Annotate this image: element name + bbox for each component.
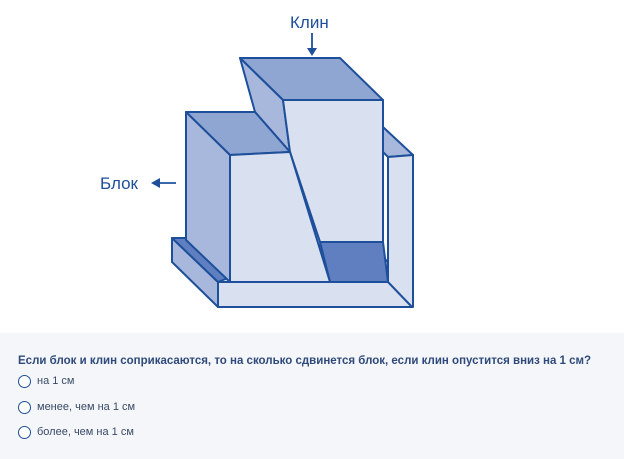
- option-label: на 1 см: [37, 375, 75, 387]
- option-1[interactable]: на 1 см: [18, 372, 75, 390]
- option-label: более, чем на 1 см: [37, 426, 134, 438]
- radio-button-icon[interactable]: [18, 374, 31, 388]
- wedge-bottom-shadow: [319, 241, 389, 283]
- block-label: Блок: [100, 174, 139, 193]
- option-label: менее, чем на 1 см: [37, 401, 136, 413]
- left-arrow-icon: [151, 178, 176, 188]
- question-text: Если блок и клин соприкасаются, то на ск…: [18, 355, 592, 367]
- diagram-canvas: Клин Блок: [100, 13, 414, 308]
- option-2[interactable]: менее, чем на 1 см: [18, 398, 135, 416]
- back-wall-front: [387, 154, 414, 308]
- radio-button-icon[interactable]: [18, 400, 31, 414]
- wedge-label: Клин: [290, 13, 329, 32]
- base-front-face: [217, 281, 413, 308]
- option-3[interactable]: более, чем на 1 см: [18, 423, 134, 441]
- wedge-block-diagram: Клин Блок: [100, 13, 414, 308]
- quiz-panel: Если блок и клин соприкасаются, то на ск…: [0, 333, 624, 459]
- down-arrow-icon: [307, 33, 317, 56]
- block-front-face: [229, 151, 331, 283]
- radio-button-icon[interactable]: [18, 425, 31, 439]
- back-wall-top: [382, 126, 414, 158]
